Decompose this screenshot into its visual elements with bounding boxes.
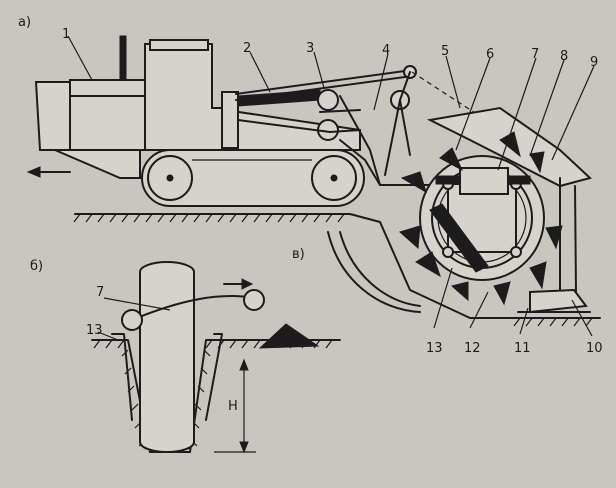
callout-11: 11 [514,341,531,356]
panel-labels: а) б) в) [18,15,305,274]
callout-12: 12 [464,341,481,356]
callout-1: 1 [62,27,70,42]
panel-label-v: в) [292,247,305,262]
leader-lines [67,35,595,341]
curved-scoop [327,231,421,313]
depth-label: H [228,399,238,414]
callout-9: 9 [590,55,598,70]
callouts-main: 1 2 3 4 5 6 7 8 9 [62,27,598,70]
callout-5: 5 [441,44,449,59]
panel-label-a: а) [18,15,31,30]
crawler-track [141,149,365,207]
callout-8: 8 [560,49,568,64]
callout-4: 4 [382,43,390,58]
callout-10: 10 [586,341,603,356]
callout-6: 6 [486,47,494,62]
panel-label-b: б) [30,259,43,274]
rotor-wheel [398,106,593,314]
callout-detail-13: 13 [86,323,103,338]
callout-2: 2 [243,41,251,56]
tractor-body [34,35,361,179]
callouts-detail: 7 13 H [86,285,238,414]
callout-3: 3 [306,41,314,56]
detail-trench [91,261,341,454]
callout-detail-7: 7 [96,285,104,300]
direction-arrow [26,166,71,178]
callout-13-wheel: 13 [426,341,443,356]
ground-line-main [73,213,601,327]
callouts-bottom: 13 12 11 10 [426,341,603,356]
callout-7: 7 [531,47,539,62]
